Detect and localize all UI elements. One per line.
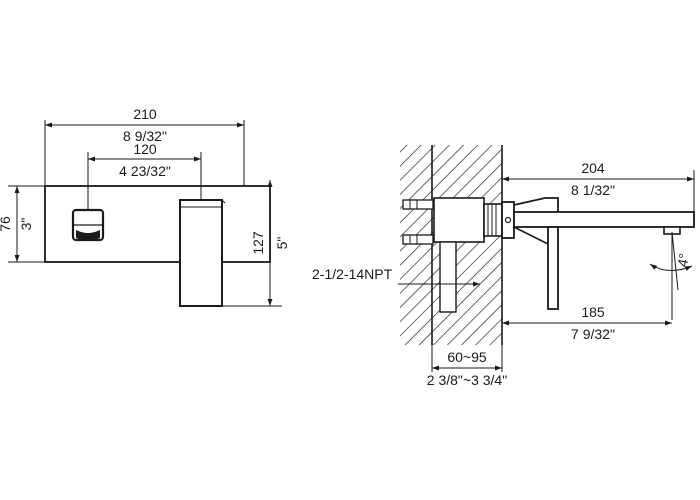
- spout-assembly: [501, 197, 695, 310]
- inlet-connectors: [402, 199, 434, 245]
- spout-arm: [513, 211, 695, 228]
- valve-body: [433, 197, 503, 313]
- spout-outlet: [71, 208, 105, 242]
- overall-width-mm: 210: [133, 106, 157, 122]
- spout-depth-mm: 185: [581, 304, 605, 320]
- plate-height-in: 3": [18, 218, 34, 231]
- wall-range-mm: 60~95: [447, 349, 487, 365]
- handle-height-mm: 127: [250, 231, 266, 255]
- center-distance-in: 4 23/32": [119, 163, 171, 179]
- wall-hatch-left: [400, 145, 432, 345]
- wall-range-in: 2 3/8"~3 3/4": [427, 372, 507, 388]
- handle-lever: [179, 199, 226, 307]
- spout-depth-in: 7 9/32": [571, 326, 615, 342]
- spout-reach-mm: 204: [581, 160, 605, 176]
- center-distance-mm: 120: [133, 141, 157, 157]
- front-view: 210 8 9/32" 120 4 23/32" 76 3" 127 5": [0, 106, 290, 307]
- overall-width-in: 8 9/32": [123, 128, 167, 144]
- spout-reach-in: 8 1/32": [571, 182, 615, 198]
- thread-spec: 2-1/2-14NPT: [312, 266, 393, 282]
- handle-height-in: 5": [274, 237, 290, 250]
- tilt-angle-indicator: 4°: [649, 231, 693, 291]
- tilt-angle: 4°: [674, 252, 692, 268]
- plate-height-mm: 76: [0, 216, 13, 232]
- side-view: 204 8 1/32" 185 7 9/32" 60~95 2 3/8"~3 3…: [312, 145, 695, 388]
- handle-side: [547, 226, 559, 310]
